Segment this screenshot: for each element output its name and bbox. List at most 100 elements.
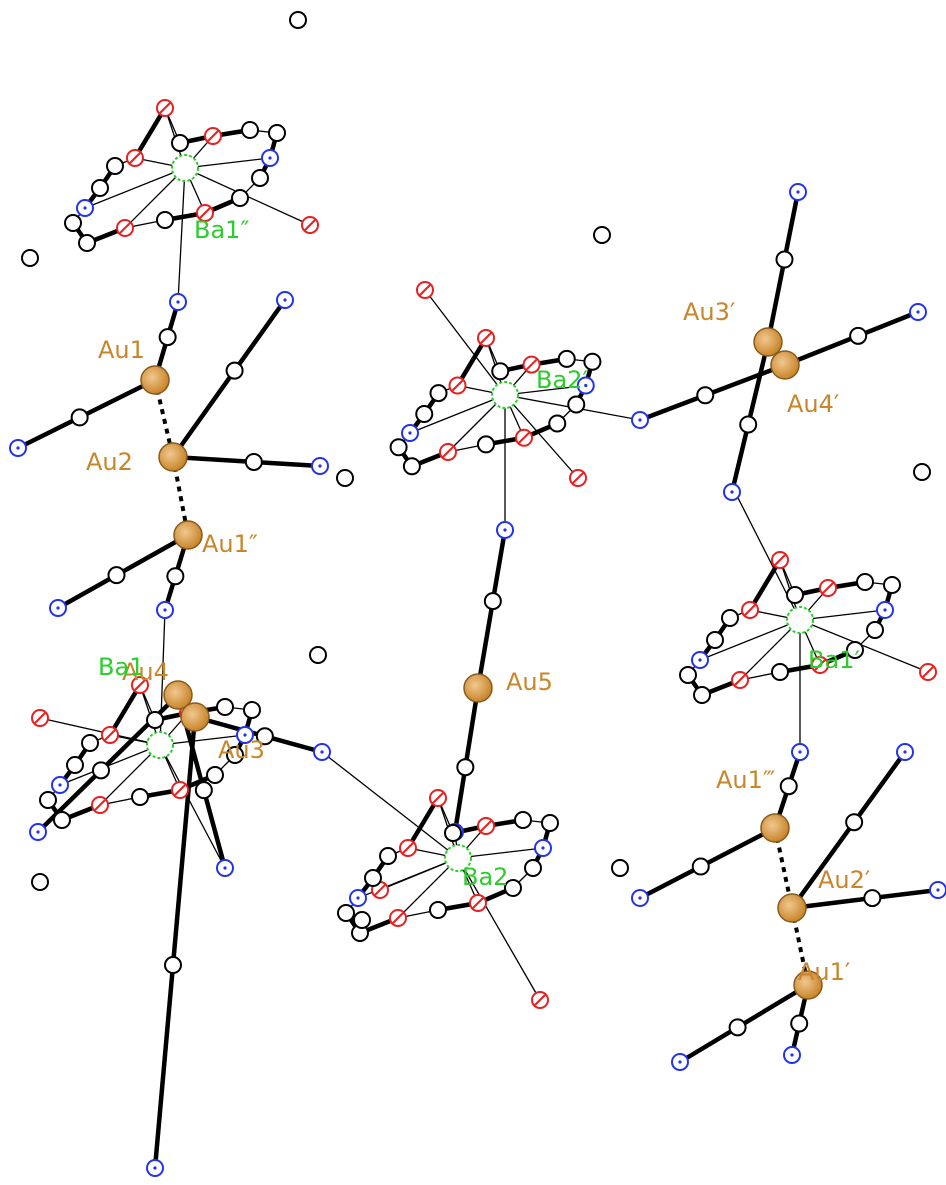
- carbon-atom: [268, 124, 286, 142]
- label-au4: Au4: [122, 658, 169, 686]
- carbon-atom: [171, 134, 189, 152]
- carbon-atom: [31, 873, 49, 891]
- coordination-bond: [409, 394, 506, 434]
- barium-atom: [146, 731, 174, 759]
- carbon-atom: [364, 869, 382, 887]
- oxygen-atom: [389, 909, 407, 927]
- carbon-atom: [379, 847, 397, 865]
- gold-atom: [163, 680, 193, 710]
- label-au2-prime: Au2′: [818, 866, 870, 894]
- oxygen-atom: [131, 676, 149, 694]
- carbon-atom: [70, 408, 89, 427]
- nitrogen-atom: [261, 149, 279, 167]
- label-ba1-prime: Ba1′: [808, 646, 860, 674]
- carbon-atom: [593, 226, 611, 244]
- coordination-bond: [457, 857, 541, 1001]
- label-au4-prime: Au4′: [787, 390, 839, 418]
- ring-bond: [405, 795, 441, 851]
- carbon-atom: [337, 904, 355, 922]
- nitrogen-atom: [691, 651, 709, 669]
- barium-atom: [171, 154, 199, 182]
- gold-atom: [760, 813, 790, 843]
- coordination-bond: [397, 857, 459, 919]
- carbon-atom: [524, 859, 542, 877]
- nitrogen-atom: [216, 859, 234, 877]
- carbon-atom: [91, 179, 109, 197]
- carbon-atom: [548, 414, 567, 433]
- carbon-atom: [39, 791, 57, 809]
- carbon-atom: [863, 889, 882, 908]
- carbon-atom: [883, 576, 901, 594]
- coordination-bond: [424, 289, 506, 396]
- nitrogen-atom: [929, 881, 946, 899]
- coordination-bond: [799, 609, 886, 621]
- carbon-atom: [78, 234, 96, 252]
- atoms-layer: [9, 11, 946, 1177]
- cyanide-bond: [789, 749, 908, 911]
- nitrogen-atom: [156, 601, 174, 619]
- carbon-atom: [541, 814, 559, 832]
- carbon-atom: [846, 641, 864, 659]
- carbon-atom: [429, 901, 447, 919]
- carbon-atom: [81, 734, 99, 752]
- nitrogen-atom: [791, 743, 809, 761]
- gold-atom: [180, 702, 210, 732]
- carbon-atom: [866, 621, 884, 639]
- gold-atom: [777, 893, 807, 923]
- nitrogen-atom: [311, 457, 329, 475]
- carbon-atom: [158, 328, 177, 347]
- carbon-atom: [679, 666, 697, 684]
- coordination-bond: [504, 394, 579, 479]
- carbon-atom: [92, 761, 110, 780]
- oxygen-atom: [771, 551, 789, 569]
- nitrogen-atom: [576, 376, 595, 395]
- label-ba1: Ba1: [98, 653, 144, 681]
- oxygen-atom: [448, 376, 467, 395]
- nitrogen-atom: [723, 483, 741, 501]
- label-ba1-double-prime: Ba1″: [194, 216, 249, 244]
- carbon-atom: [721, 609, 739, 627]
- coordination-bond: [184, 157, 271, 169]
- gold-atom: [770, 350, 800, 380]
- oxygen-atom: [196, 204, 214, 222]
- nitrogen-atom: [534, 839, 552, 857]
- carbon-atom: [728, 1018, 747, 1037]
- ring-bond: [132, 105, 168, 161]
- label-au1-double-prime: Au1″: [202, 530, 258, 558]
- gold-atom: [753, 327, 783, 357]
- carbon-atom: [504, 879, 522, 897]
- label-ba2-prime: Ba2′: [536, 366, 588, 394]
- carbon-atom: [913, 463, 931, 481]
- nitrogen-atom: [789, 183, 807, 201]
- carbon-atom: [739, 415, 758, 434]
- carbon-atom: [845, 813, 864, 832]
- nitrogen-atom: [76, 199, 94, 217]
- coordination-bond: [59, 744, 161, 786]
- label-au1-triple-prime: Au1‴: [716, 766, 775, 794]
- carbon-atom: [856, 573, 874, 591]
- carbon-atom: [309, 646, 327, 664]
- coordination-bond: [84, 167, 186, 209]
- carbon-atom: [693, 686, 711, 704]
- barium-atom: [786, 606, 814, 634]
- nitrogen-atom: [631, 889, 649, 907]
- label-au1-prime: Au1′: [798, 958, 850, 986]
- nitrogen-atom: [313, 743, 331, 761]
- carbon-atom: [771, 663, 789, 681]
- nitrogen-atom: [876, 601, 894, 619]
- carbon-atom: [255, 727, 274, 746]
- oxygen-atom: [171, 781, 189, 799]
- oxygen-atom: [515, 428, 533, 447]
- oxygen-atom: [439, 443, 457, 461]
- carbon-atom: [444, 824, 462, 842]
- ring-bond: [107, 682, 143, 738]
- oxygen-atom: [399, 839, 417, 857]
- oxygen-atom: [477, 329, 495, 347]
- carbon-atom: [389, 438, 408, 457]
- carbon-atom: [226, 746, 244, 764]
- carbon-atom: [402, 457, 421, 476]
- carbon-atom: [706, 631, 724, 649]
- carbon-atom: [353, 911, 371, 929]
- carbon-atom: [336, 469, 354, 487]
- carbon-atom: [557, 349, 576, 368]
